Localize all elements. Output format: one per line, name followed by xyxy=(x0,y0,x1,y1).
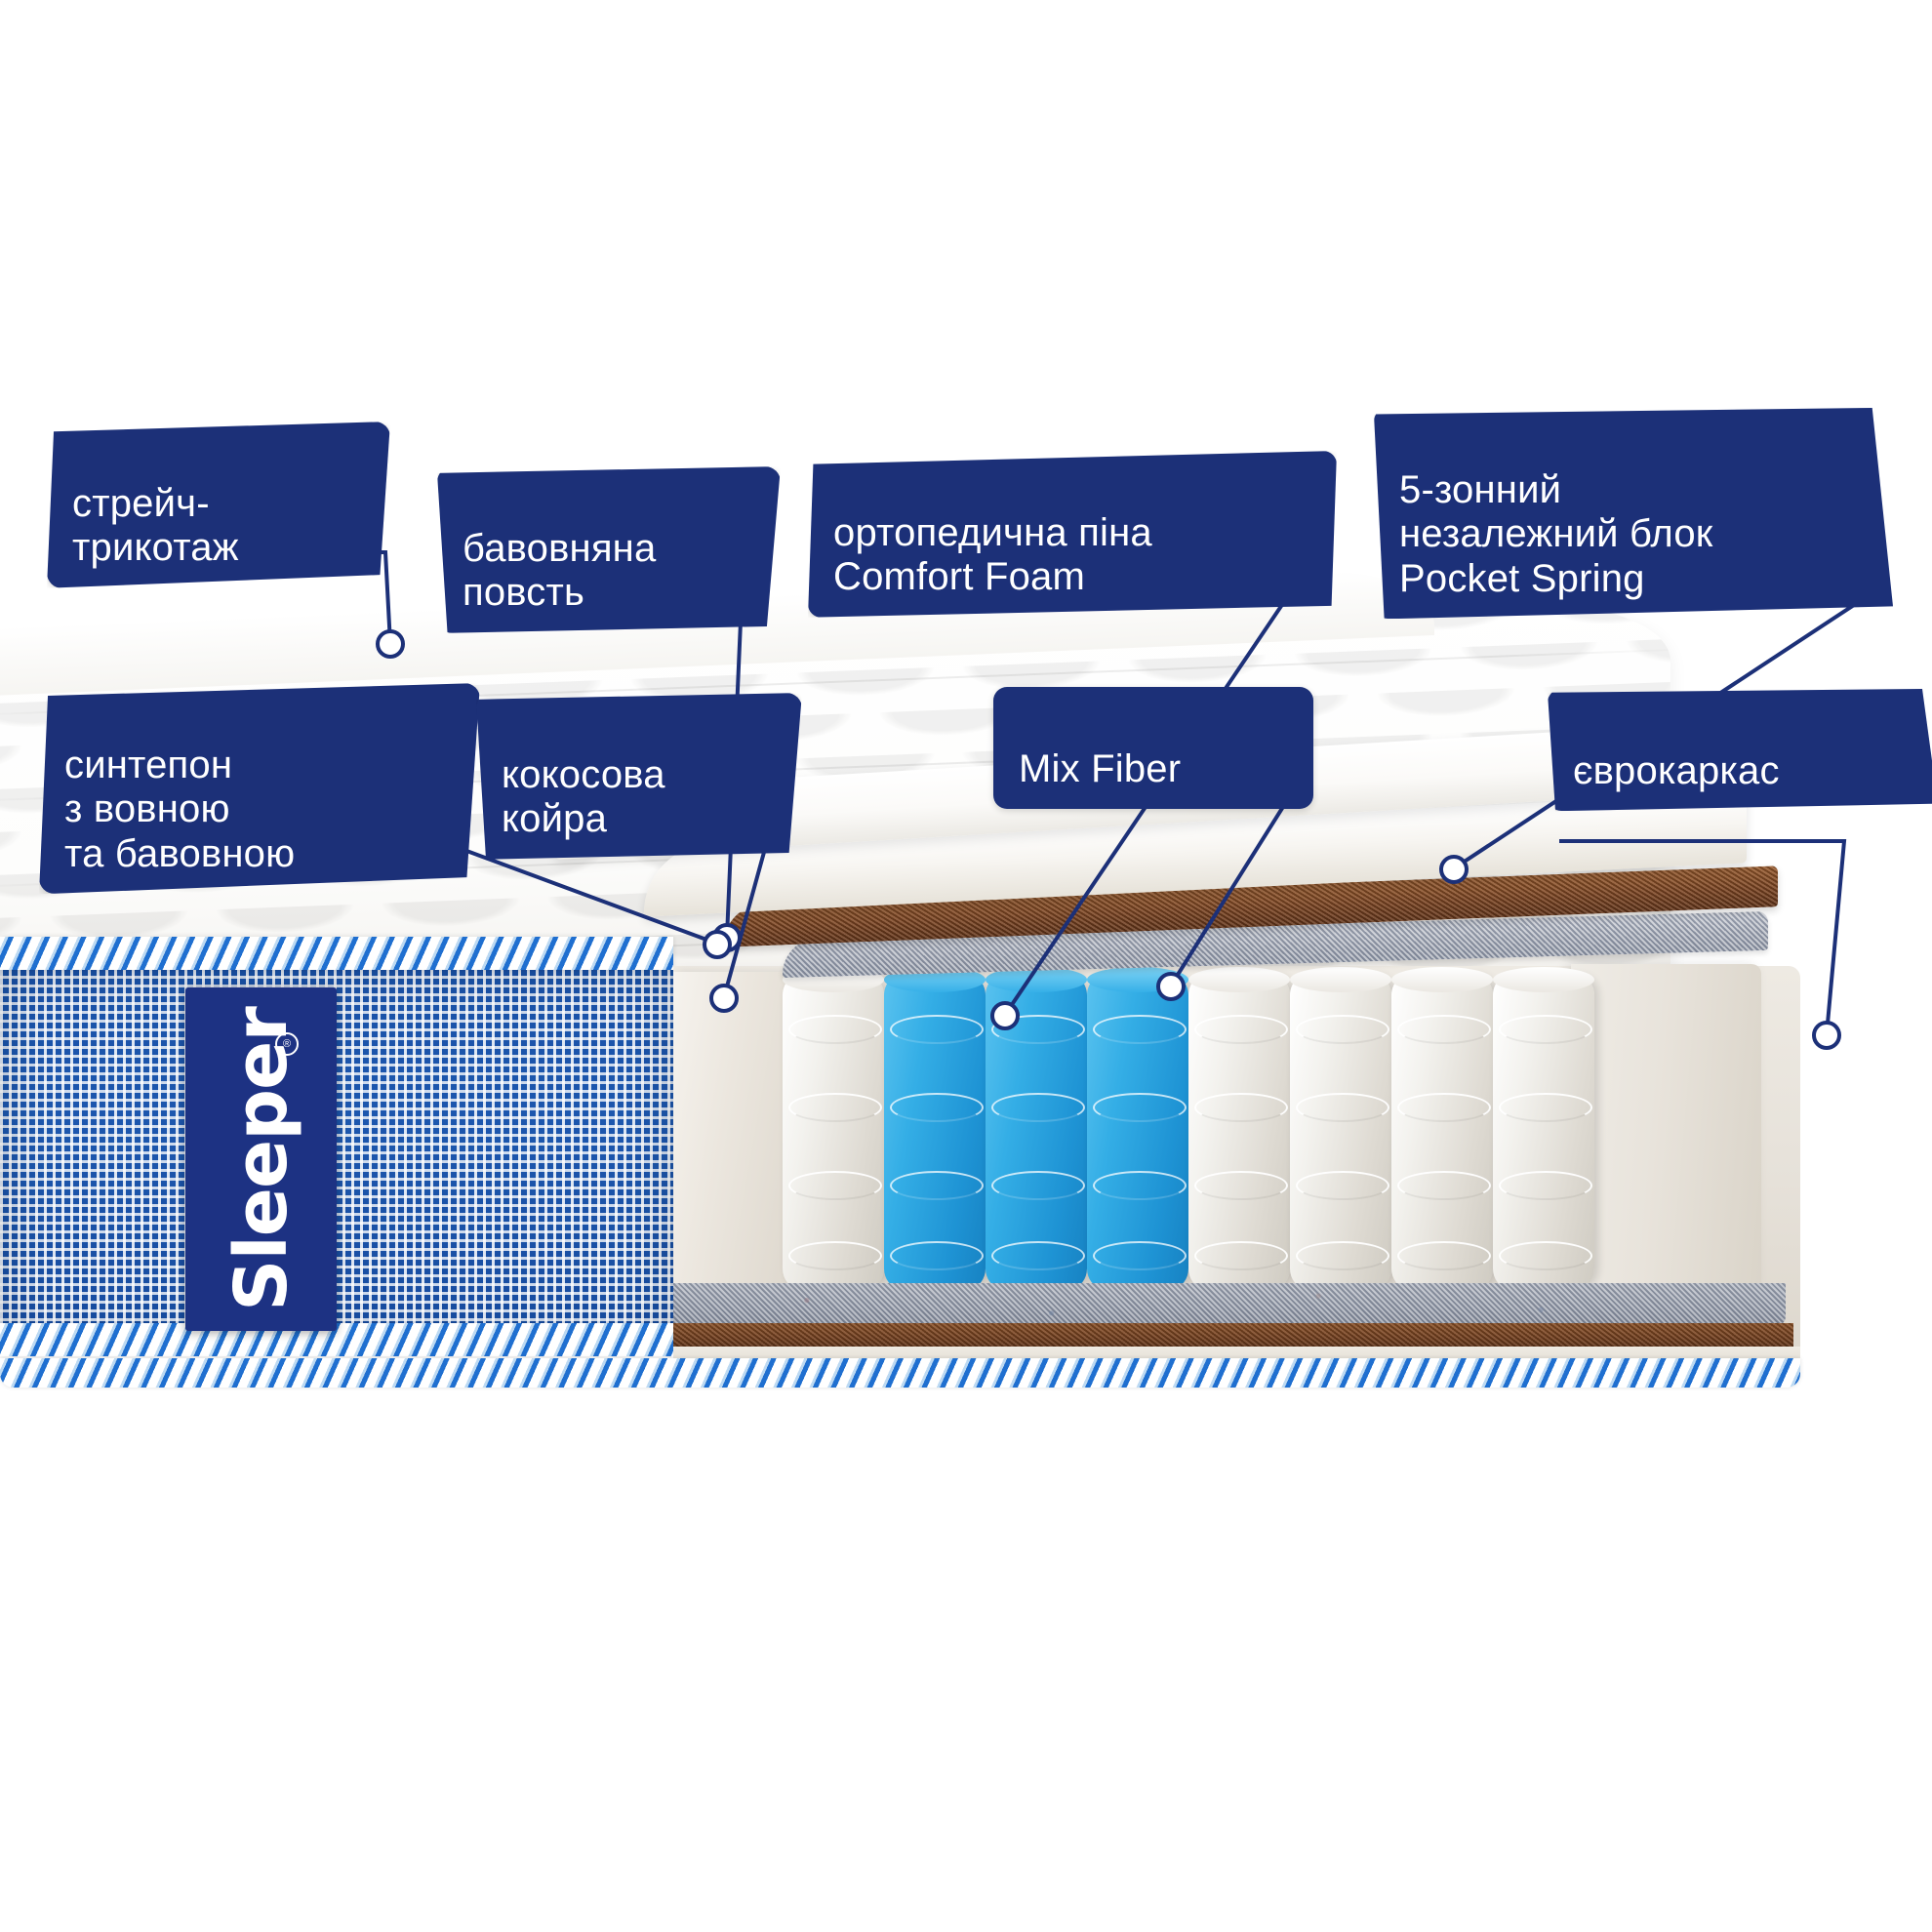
label-cotton-felt[interactable]: бавовняна повсть xyxy=(437,466,781,633)
pocket-spring xyxy=(1391,967,1493,1288)
spring-coil xyxy=(788,1241,882,1270)
label-euro-frame-text: єврокаркас xyxy=(1573,748,1780,792)
callout-dot-pocket-spring xyxy=(1439,855,1469,884)
spring-coil xyxy=(1296,1093,1389,1122)
callout-dot-synthetic-wool xyxy=(703,930,732,959)
spring-coil xyxy=(1194,1015,1288,1044)
pocket-spring xyxy=(1290,967,1391,1288)
spring-coil xyxy=(1296,1171,1389,1200)
label-cotton-felt-text: бавовняна повсть xyxy=(463,526,657,615)
spring-cap xyxy=(1188,967,1290,992)
spring-coil xyxy=(991,1241,1085,1270)
pocket-spring xyxy=(1188,967,1290,1288)
spring-coil xyxy=(1397,1015,1491,1044)
pocket-spring xyxy=(884,967,986,1288)
pocket-spring xyxy=(783,967,884,1288)
side-piping-bottom xyxy=(0,1323,673,1356)
label-coconut-coir-text: кокосова койра xyxy=(502,752,665,841)
callout-dot-coconut-coir xyxy=(709,984,739,1013)
spring-cap xyxy=(1290,967,1391,992)
spring-coil xyxy=(1093,1093,1187,1122)
label-mix-fiber-text: Mix Fiber xyxy=(1019,746,1182,790)
registered-trademark-icon: ® xyxy=(275,1032,299,1056)
spring-coil xyxy=(1499,1015,1592,1044)
spring-coil xyxy=(1194,1093,1288,1122)
spring-coil xyxy=(1397,1093,1491,1122)
label-stretch-knit-text: стрейч- трикотаж xyxy=(72,481,239,570)
label-synthetic-wool-cotton-text: синтепон з вовною та бавовною xyxy=(64,743,296,875)
spring-coil xyxy=(1093,1171,1187,1200)
callout-dot-euro-frame xyxy=(1812,1021,1841,1050)
label-stretch-knit[interactable]: стрейч- трикотаж xyxy=(47,422,390,588)
brand-label: ® Sleeper xyxy=(185,987,337,1331)
spring-coil xyxy=(890,1093,984,1122)
spring-coil xyxy=(1093,1241,1187,1270)
callout-dot-stretch-knit xyxy=(376,629,405,659)
spring-coil xyxy=(1093,1015,1187,1044)
spring-coil xyxy=(991,1171,1085,1200)
mix-fiber-bottom-pad xyxy=(673,1283,1786,1326)
spring-coil xyxy=(788,1015,882,1044)
spring-coil xyxy=(890,1171,984,1200)
spring-coil xyxy=(1397,1241,1491,1270)
spring-coil xyxy=(1499,1241,1592,1270)
coconut-coir-bottom xyxy=(673,1323,1793,1348)
callout-dot-mix-fiber xyxy=(1156,972,1186,1001)
side-fabric-panel xyxy=(0,966,673,1356)
mattress-body: ® Sleeper xyxy=(0,722,1893,1405)
label-synthetic-wool-cotton[interactable]: синтепон з вовною та бавовною xyxy=(39,683,480,895)
spring-cap xyxy=(1391,967,1493,992)
label-coconut-coir[interactable]: кокосова койра xyxy=(476,693,802,860)
spring-coil xyxy=(1194,1241,1288,1270)
spring-coil xyxy=(1296,1015,1389,1044)
spring-coil xyxy=(788,1093,882,1122)
pocket-spring xyxy=(1493,967,1594,1288)
spring-coil xyxy=(991,1093,1085,1122)
spring-coil xyxy=(1397,1171,1491,1200)
pocket-spring xyxy=(1087,967,1188,1288)
spring-coil xyxy=(788,1171,882,1200)
spring-cap xyxy=(1493,967,1594,992)
spring-coil xyxy=(890,1241,984,1270)
side-piping-top xyxy=(0,937,673,970)
label-pocket-spring[interactable]: 5-зонний незалежний блок Pocket Spring xyxy=(1374,408,1893,620)
label-euro-frame[interactable]: єврокаркас xyxy=(1548,689,1932,812)
label-pocket-spring-text: 5-зонний незалежний блок Pocket Spring xyxy=(1399,467,1713,600)
pocket-spring-block xyxy=(783,967,1594,1298)
label-comfort-foam[interactable]: ортопедична піна Comfort Foam xyxy=(808,451,1337,618)
euro-frame-right-post xyxy=(1571,964,1761,1286)
mattress-cutaway-section xyxy=(556,722,1800,1374)
brand-name: Sleeper xyxy=(219,1007,303,1311)
bottom-piping xyxy=(0,1358,1800,1388)
label-comfort-foam-text: ортопедична піна Comfort Foam xyxy=(833,510,1152,599)
spring-coil xyxy=(1194,1171,1288,1200)
spring-coil xyxy=(1499,1093,1592,1122)
spring-coil xyxy=(1296,1241,1389,1270)
spring-coil xyxy=(890,1015,984,1044)
label-mix-fiber[interactable]: Mix Fiber xyxy=(993,687,1313,810)
callout-dot-comfort-foam xyxy=(990,1001,1020,1030)
euro-frame-left-post xyxy=(673,972,788,1294)
spring-coil xyxy=(1499,1171,1592,1200)
